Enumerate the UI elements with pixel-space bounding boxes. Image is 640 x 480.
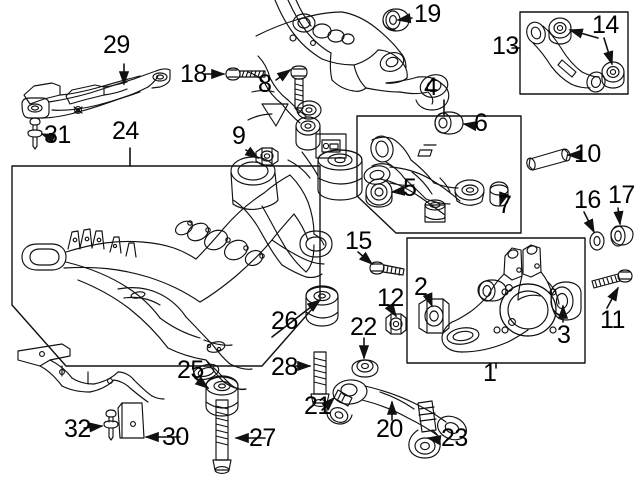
subframe-bushing-front <box>205 375 239 417</box>
lower-control-arm-box <box>356 115 522 234</box>
bushing-17 <box>610 225 634 247</box>
callout-27[interactable]: 27 <box>249 424 276 452</box>
stud-32 <box>103 409 119 441</box>
callout-30[interactable]: 30 <box>162 423 189 451</box>
nut-22 <box>351 359 379 378</box>
callout-31[interactable]: 31 <box>44 121 71 149</box>
subframe-bolt-27 <box>212 399 232 474</box>
callout-3[interactable]: 3 <box>557 321 571 349</box>
callout-16[interactable]: 16 <box>574 186 601 214</box>
callout-19[interactable]: 19 <box>414 0 441 28</box>
callout-26[interactable]: 26 <box>271 307 298 335</box>
callout-17[interactable]: 17 <box>608 181 635 209</box>
flange-nut-9 <box>255 147 279 166</box>
callout-9[interactable]: 9 <box>232 122 246 150</box>
rear-shield-panel <box>17 343 165 403</box>
subframe-bushing-rear <box>305 285 339 327</box>
callout-5[interactable]: 5 <box>403 174 417 202</box>
knuckle-bushing-right <box>550 281 582 321</box>
callout-22[interactable]: 22 <box>350 313 377 341</box>
long-bolt-11 <box>591 269 633 289</box>
callout-7[interactable]: 7 <box>498 191 512 219</box>
callout-6[interactable]: 6 <box>474 109 488 137</box>
callout-11[interactable]: 11 <box>600 306 625 334</box>
cam-bolt-23 <box>408 400 441 459</box>
bushing-19 <box>382 8 410 32</box>
callout-24[interactable]: 24 <box>112 117 139 145</box>
callout-15[interactable]: 15 <box>345 227 372 255</box>
callout-12[interactable]: 12 <box>377 284 404 312</box>
callout-29[interactable]: 29 <box>103 31 130 59</box>
washer-16 <box>589 231 605 251</box>
bolt-18 <box>225 67 266 81</box>
nut-12 <box>385 313 407 335</box>
flange-bolt-8 <box>290 65 308 114</box>
callout-25[interactable]: 25 <box>177 356 204 384</box>
callout-10[interactable]: 10 <box>574 140 601 168</box>
callout-23[interactable]: 23 <box>441 424 468 452</box>
callout-1[interactable]: 1 <box>483 359 497 387</box>
subframe-box <box>11 165 321 367</box>
leader-lines <box>40 13 624 446</box>
support-bracket-29 <box>21 68 171 119</box>
callout-4[interactable]: 4 <box>424 73 438 101</box>
callout-14[interactable]: 14 <box>592 11 619 39</box>
sleeve-10 <box>526 148 571 171</box>
upper-control-arm-box <box>519 11 629 95</box>
heat-shield-bracket-30 <box>117 402 145 439</box>
bolt-15 <box>369 261 405 276</box>
callout-32[interactable]: 32 <box>64 415 91 443</box>
body-structure <box>247 0 450 201</box>
callout-21[interactable]: 21 <box>304 392 331 420</box>
callout-13[interactable]: 13 <box>492 32 519 60</box>
callout-28[interactable]: 28 <box>271 353 298 381</box>
callout-18[interactable]: 18 <box>180 60 207 88</box>
lower-control-arm-4 <box>363 135 485 223</box>
callout-2[interactable]: 2 <box>414 273 428 301</box>
stud-31 <box>27 117 43 150</box>
callout-20[interactable]: 20 <box>376 415 403 443</box>
knuckle-bushing-left <box>418 298 450 334</box>
callout-8[interactable]: 8 <box>258 70 272 98</box>
rear-knuckle <box>441 244 560 353</box>
